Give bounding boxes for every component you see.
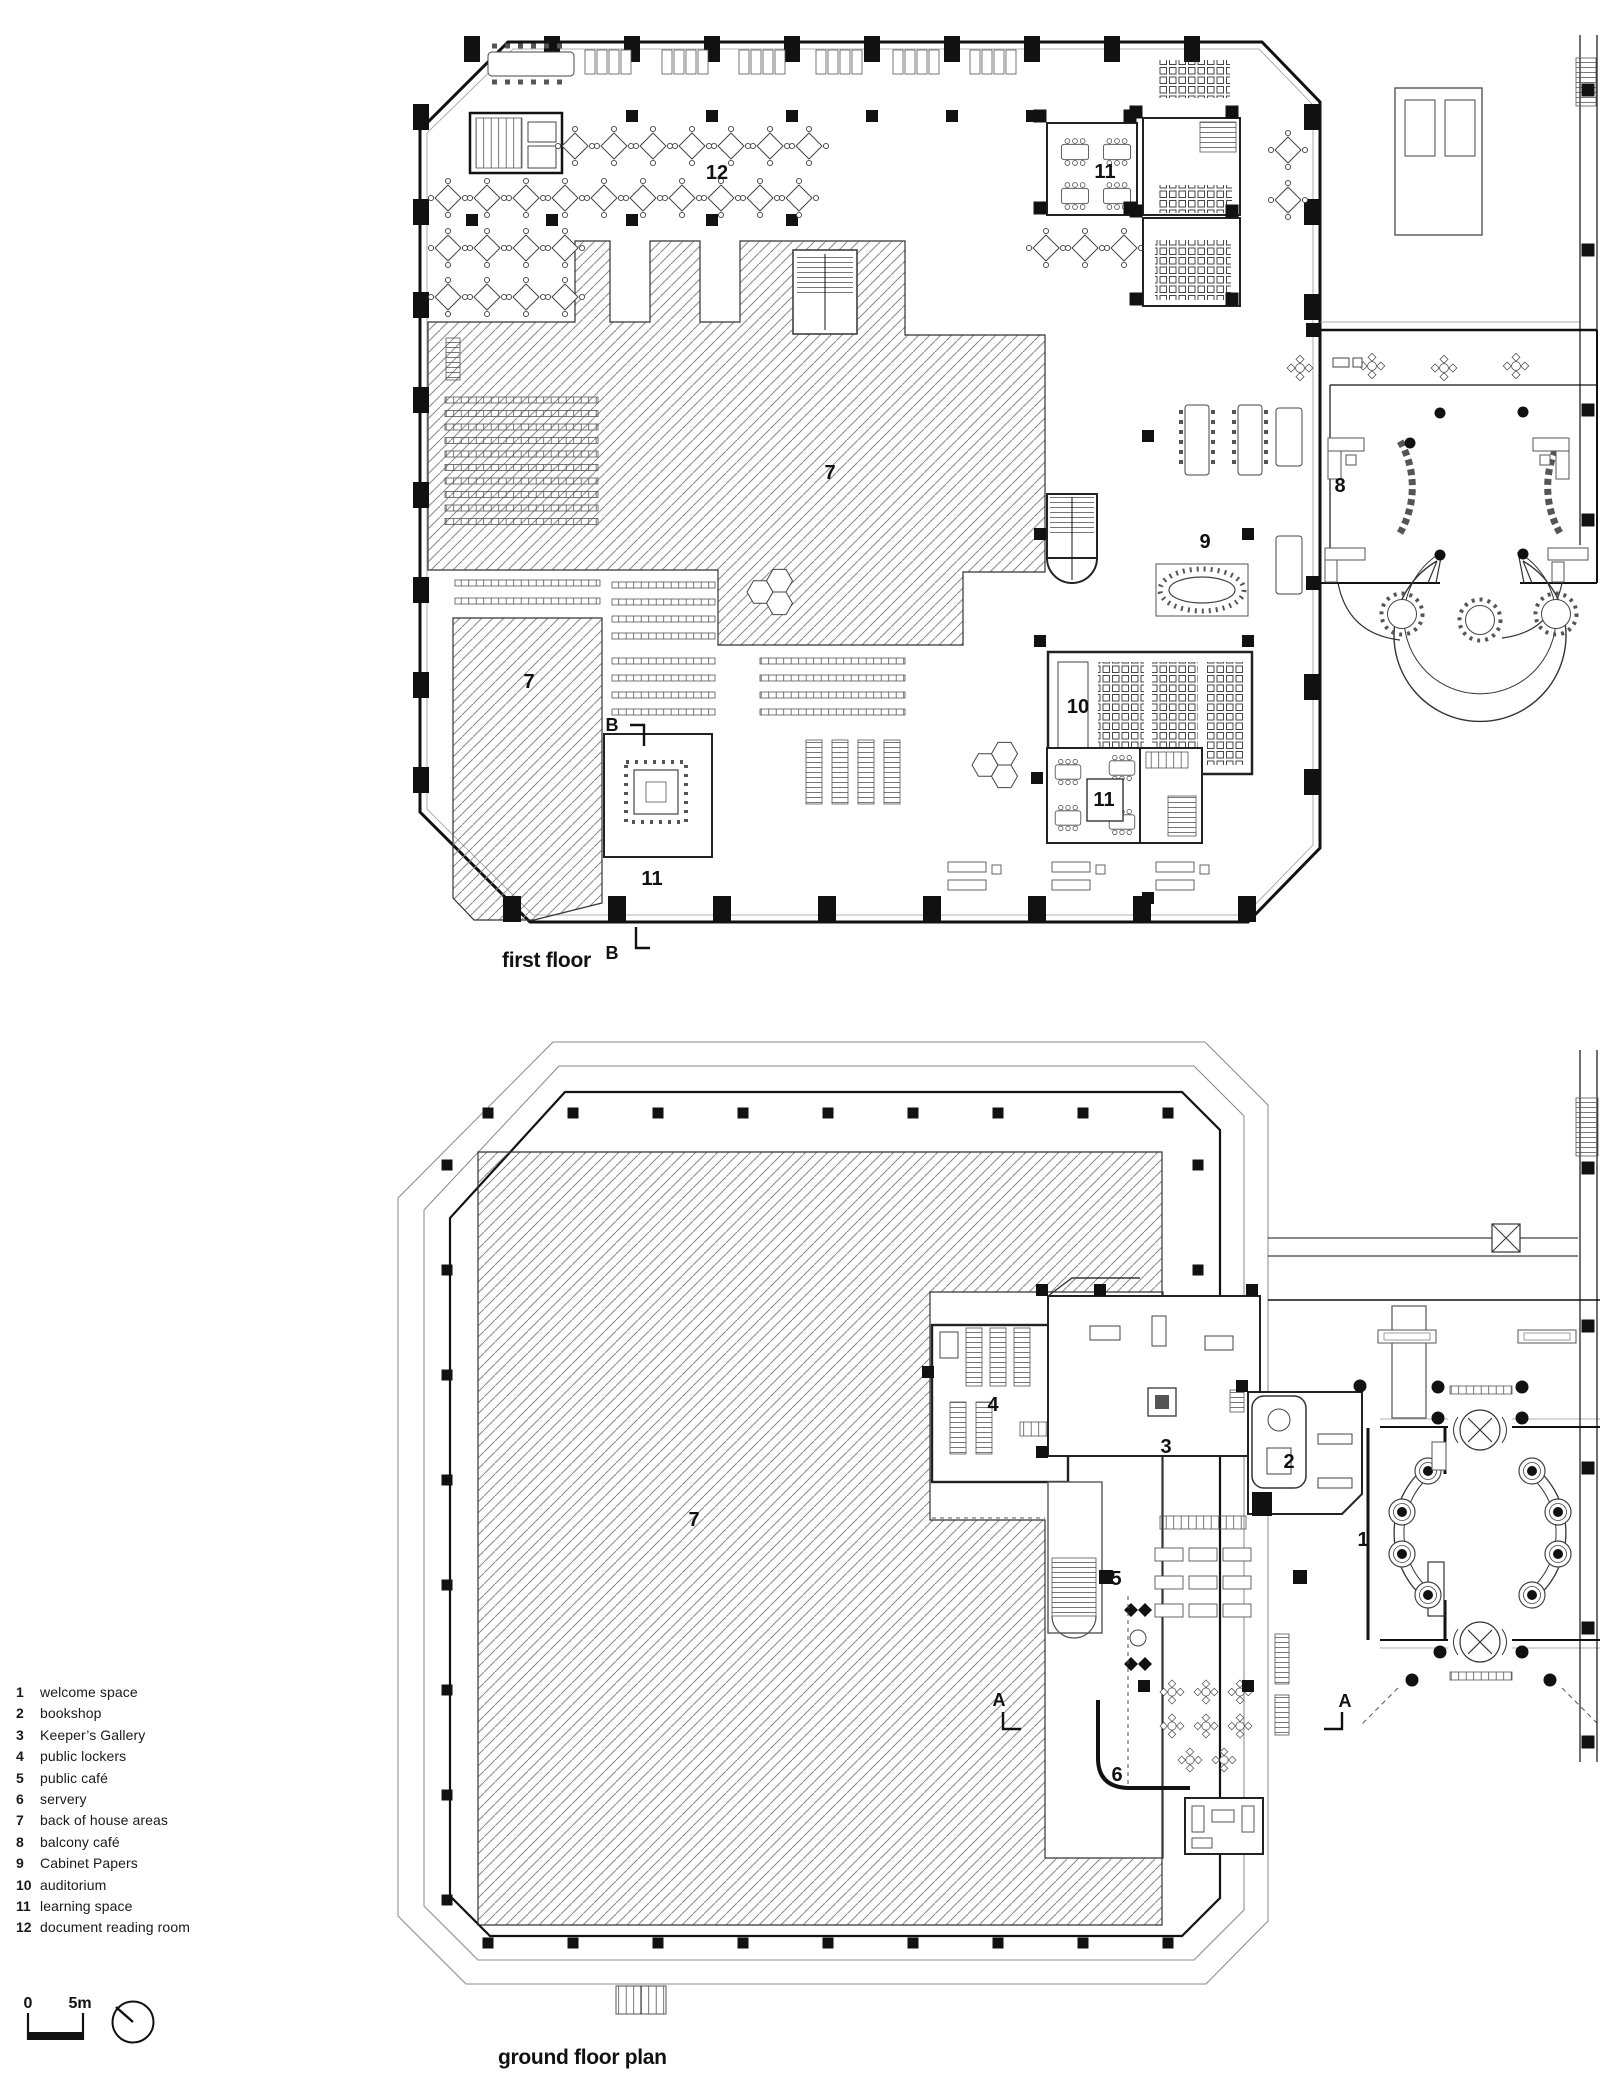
- legend-item: 5 public café: [16, 1768, 276, 1789]
- legend-item-number: 4: [16, 1748, 24, 1765]
- room-number-label: 11: [641, 868, 662, 890]
- legend-item: 2 bookshop: [16, 1703, 276, 1724]
- scale-5m-label: 5m: [68, 1995, 91, 2012]
- legend-item: 7 back of house areas: [16, 1810, 276, 1831]
- orientation-dial-icon: [111, 2000, 155, 2044]
- legend-item-label: welcome space: [40, 1684, 138, 1700]
- legend-item: 6 servery: [16, 1789, 276, 1810]
- ground-floor-plan: [397, 1041, 1600, 2015]
- legend-item: 8 balcony café: [16, 1832, 276, 1853]
- room-number-label: 7: [523, 671, 534, 693]
- legend-item-number: 1: [16, 1684, 24, 1700]
- legend-item-number: 3: [16, 1726, 24, 1743]
- legend-item-number: 2: [16, 1705, 24, 1722]
- room-number-label: 10: [1067, 696, 1089, 718]
- first-floor-plan: [413, 35, 1598, 950]
- room-number-label: 3: [1160, 1436, 1171, 1458]
- legend-item-number: 5: [16, 1769, 24, 1786]
- ground-floor-title: ground floor plan: [498, 2046, 667, 2069]
- room-number-label: 2: [1283, 1451, 1294, 1473]
- legend-item-number: 6: [16, 1791, 24, 1808]
- legend-item-label: public lockers: [40, 1748, 127, 1765]
- legend-item-label: back of house areas: [40, 1812, 168, 1829]
- legend-item-number: 9: [16, 1855, 24, 1872]
- legend-item-number: 10: [16, 1876, 32, 1893]
- legend-item-number: 12: [16, 1919, 32, 1936]
- section-marker-label: A: [1339, 1691, 1352, 1711]
- room-number-label: 8: [1334, 475, 1345, 497]
- legend-item-number: 7: [16, 1812, 24, 1829]
- scale-bar: 0 5m: [24, 1995, 92, 2040]
- legend-item-label: servery: [40, 1791, 87, 1808]
- room-number-label: 7: [688, 1509, 699, 1531]
- room-number-label: 11: [1093, 789, 1114, 811]
- legend-item: 1 welcome space: [16, 1682, 276, 1703]
- legend-item: 10 auditorium: [16, 1875, 276, 1896]
- room-number-label: 4: [987, 1394, 999, 1416]
- legend-item: 9 Cabinet Papers: [16, 1853, 276, 1874]
- section-marker-label: B: [606, 715, 619, 735]
- legend-item-label: Cabinet Papers: [40, 1855, 138, 1872]
- legend-item: 3 Keeper’s Gallery: [16, 1725, 276, 1746]
- room-number-label: 5: [1110, 1568, 1121, 1590]
- first-floor-title: first floor: [502, 949, 591, 972]
- room-number-label: 6: [1111, 1764, 1122, 1786]
- section-marker-label: B: [606, 943, 619, 963]
- legend: 1 welcome space 2 bookshop 3 Keeper’s Gallery…: [16, 1682, 276, 1939]
- legend-item-label: auditorium: [40, 1876, 107, 1893]
- scale-zero-label: 0: [24, 1995, 33, 2012]
- section-marker-label: A: [993, 1690, 1006, 1710]
- legend-item-label: bookshop: [40, 1705, 102, 1722]
- legend-item-label: balcony café: [40, 1833, 120, 1850]
- room-number-label: 7: [824, 462, 835, 484]
- legend-item-label: public café: [40, 1769, 109, 1786]
- room-number-label: 1: [1357, 1529, 1368, 1551]
- room-number-label: 12: [706, 162, 728, 184]
- legend-item-label: learning space: [40, 1898, 133, 1915]
- room-number-label: 9: [1199, 531, 1210, 553]
- legend-item-label: document reading room: [40, 1919, 190, 1936]
- legend-item: 4 public lockers: [16, 1746, 276, 1767]
- legend-item-number: 11: [16, 1898, 31, 1915]
- room-number-label: 11: [1094, 161, 1115, 183]
- legend-item: 12 document reading room: [16, 1917, 276, 1938]
- legend-item-number: 8: [16, 1833, 24, 1850]
- legend-item: 11 learning space: [16, 1896, 276, 1917]
- legend-item-label: Keeper’s Gallery: [40, 1726, 146, 1743]
